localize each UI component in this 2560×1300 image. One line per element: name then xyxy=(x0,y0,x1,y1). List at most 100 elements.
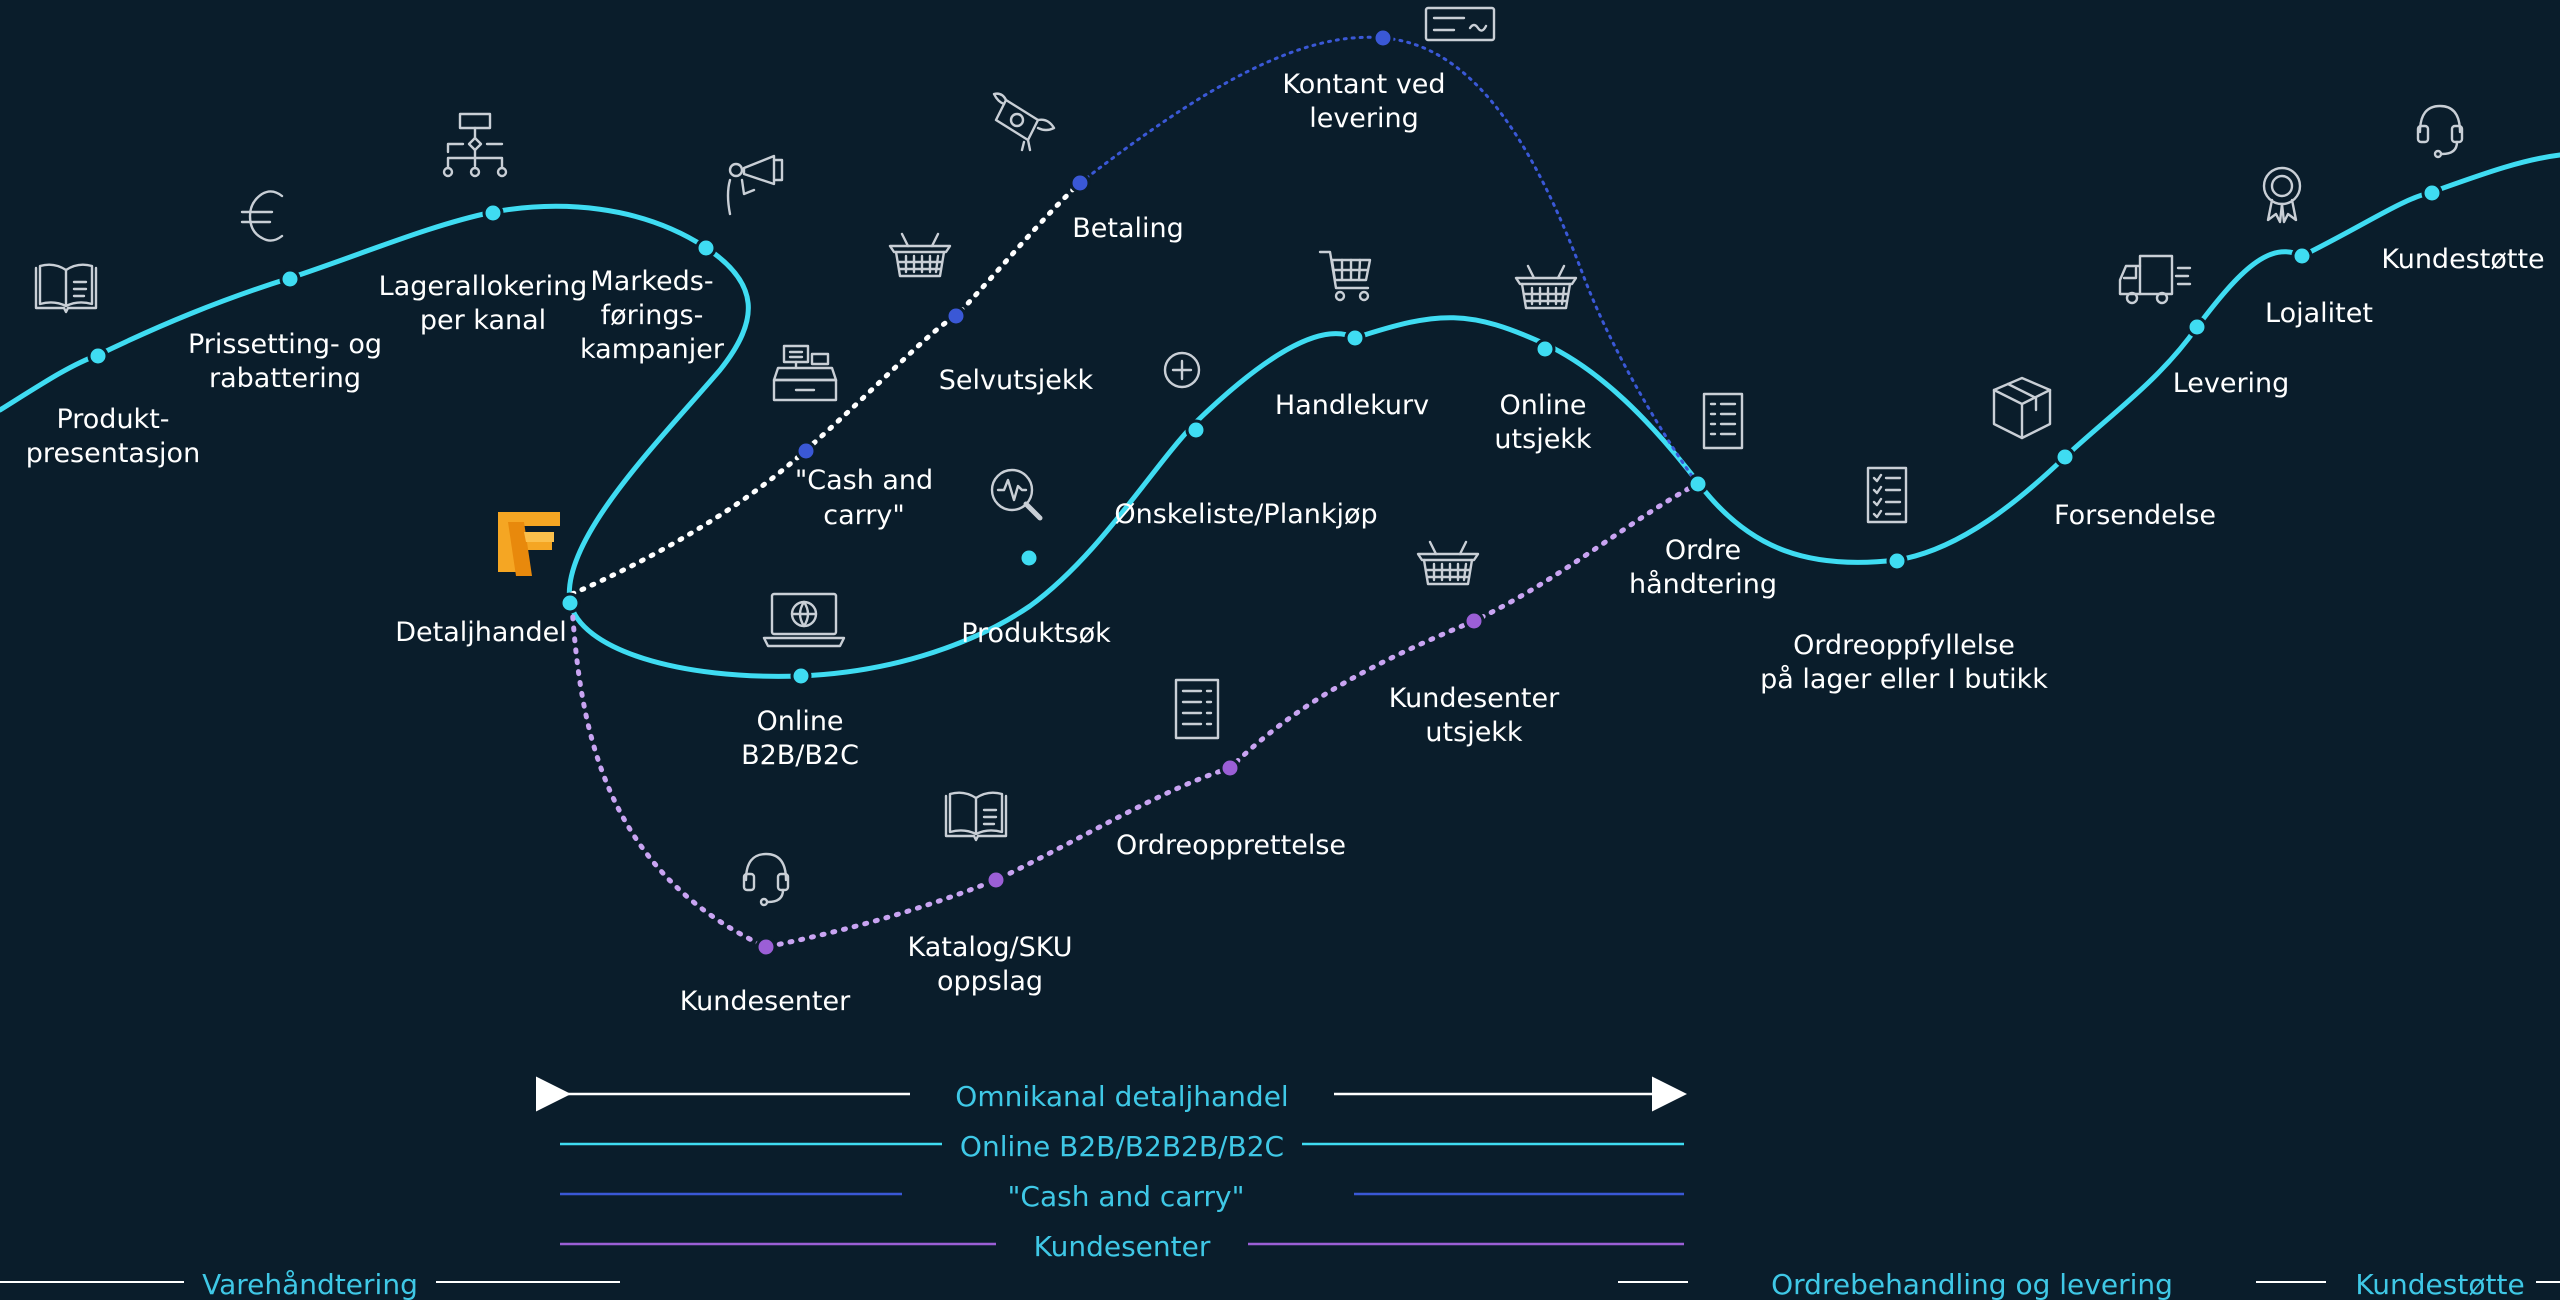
label-katalog-2: oppslag xyxy=(937,966,1043,997)
label-ordrehandtering-1: Ordre xyxy=(1665,535,1741,566)
money-wings-icon xyxy=(992,92,1056,152)
label-markedsforing-3: kampanjer xyxy=(580,334,725,365)
ordrebehandling-label: Ordrebehandling og levering xyxy=(1771,1268,2173,1300)
label-kontant-2: levering xyxy=(1309,103,1419,134)
node-kontant xyxy=(1372,27,1394,49)
node-ordreoppfyllelse xyxy=(1886,550,1908,572)
award-icon xyxy=(2262,166,2302,224)
label-forsendelse: Forsendelse xyxy=(2054,500,2216,531)
book-icon xyxy=(34,263,98,314)
label-onskeliste: Ønskeliste/Plankjøp xyxy=(1114,499,1377,530)
label-betaling: Betaling xyxy=(1072,213,1184,244)
checklist-icon xyxy=(1866,466,1908,524)
label-produktsok: Produktsøk xyxy=(961,618,1111,649)
legend-omnikanal-label: Omnikanal detaljhandel xyxy=(955,1080,1288,1113)
node-produktpresentasjon xyxy=(87,345,109,367)
basket-icon xyxy=(888,232,952,278)
book-icon xyxy=(944,791,1008,842)
label-produktpresentasjon-1: Produkt- xyxy=(56,404,169,435)
plus-circle-icon xyxy=(1163,351,1201,389)
label-online-utsjekk-2: utsjekk xyxy=(1494,424,1592,455)
label-markedsforing-2: førings- xyxy=(601,300,704,331)
node-handlekurv xyxy=(1344,327,1366,349)
headset-icon xyxy=(742,852,790,907)
legend-kundesenter-label: Kundesenter xyxy=(1034,1230,1211,1263)
logo-icon xyxy=(498,512,560,576)
basket-icon xyxy=(1416,540,1480,586)
node-katalog xyxy=(985,869,1007,891)
node-detaljhandel xyxy=(559,592,581,614)
euro-icon xyxy=(240,190,284,242)
kundestotte-section-label: Kundestøtte xyxy=(2355,1268,2524,1300)
truck-icon xyxy=(2118,254,2192,305)
node-produktsok xyxy=(1018,547,1040,569)
node-kundestotte xyxy=(2421,182,2443,204)
label-ordreoppfyllelse-1: Ordreoppfyllelse xyxy=(1793,630,2015,661)
label-handlekurv: Handlekurv xyxy=(1275,390,1429,421)
node-kundesenter xyxy=(755,936,777,958)
labels: Produkt- presentasjon Prissetting- og ra… xyxy=(26,69,2545,1017)
node-levering xyxy=(2186,316,2208,338)
label-cash-and-carry-2: carry" xyxy=(823,500,905,531)
node-online-b2b xyxy=(790,665,812,687)
section-labels: Varehåndtering Ordrebehandling og leveri… xyxy=(0,1268,2560,1300)
kundesenter-line xyxy=(569,481,1700,950)
cash-carry-line-start xyxy=(569,180,1083,597)
nodes xyxy=(87,27,2443,958)
label-kontant-1: Kontant ved xyxy=(1282,69,1445,100)
check-icon xyxy=(1424,6,1496,42)
node-betaling xyxy=(1069,172,1091,194)
label-online-b2b-2: B2B/B2C xyxy=(741,740,859,771)
headset-icon xyxy=(2416,104,2464,159)
node-lojalitet xyxy=(2291,245,2313,267)
legend: Omnikanal detaljhandel Online B2B/B2B2B/… xyxy=(536,1076,1687,1263)
basket-icon xyxy=(1514,264,1578,310)
label-online-b2b-1: Online xyxy=(756,706,843,737)
label-katalog-1: Katalog/SKU xyxy=(907,932,1072,963)
label-selvutsjekk: Selvutsjekk xyxy=(939,365,1094,396)
magnifier-pulse-icon xyxy=(990,468,1043,521)
label-lagerallokering-1: Lagerallokering xyxy=(379,271,588,302)
label-ordreoppfyllelse-2: på lager eller I butikk xyxy=(1760,664,2048,695)
label-ordreopprettelse: Ordreopprettelse xyxy=(1116,830,1346,861)
legend-online-label: Online B2B/B2B2B/B2C xyxy=(960,1130,1284,1163)
main-flow-line xyxy=(0,152,2560,679)
package-icon xyxy=(1992,376,2052,440)
label-detaljhandel: Detaljhandel xyxy=(395,617,567,648)
legend-cash-label: "Cash and carry" xyxy=(1008,1180,1245,1213)
node-cash-and-carry xyxy=(795,440,817,462)
node-prissetting xyxy=(279,268,301,290)
node-kundesenter-utsjekk xyxy=(1463,610,1485,632)
cash-carry-line xyxy=(1078,35,1699,485)
label-cash-and-carry-1: "Cash and xyxy=(795,465,933,496)
label-markedsforing-1: Markeds- xyxy=(590,266,713,297)
label-prissetting-2: rabattering xyxy=(209,363,361,394)
label-kundesenter-utsjekk-1: Kundesenter xyxy=(1389,683,1560,714)
node-lagerallokering xyxy=(482,202,504,224)
label-produktpresentasjon-2: presentasjon xyxy=(26,438,200,469)
label-kundesenter: Kundesenter xyxy=(680,986,851,1017)
node-ordrehandtering xyxy=(1687,473,1709,495)
hierarchy-icon xyxy=(442,112,508,178)
list-document-icon xyxy=(1702,392,1744,450)
megaphone-icon xyxy=(726,154,784,216)
icons xyxy=(34,6,2464,907)
label-lagerallokering-2: per kanal xyxy=(420,305,546,336)
label-ordrehandtering-2: håndtering xyxy=(1629,569,1777,600)
cash-register-icon xyxy=(772,344,838,402)
label-kundestotte: Kundestøtte xyxy=(2381,244,2544,275)
node-online-utsjekk xyxy=(1534,338,1556,360)
node-markedsforing xyxy=(695,237,717,259)
label-online-utsjekk-1: Online xyxy=(1499,390,1586,421)
node-ordreopprettelse xyxy=(1219,757,1241,779)
node-onskeliste xyxy=(1185,419,1207,441)
label-levering: Levering xyxy=(2173,368,2290,399)
node-forsendelse xyxy=(2054,446,2076,468)
shopping-cart-icon xyxy=(1318,250,1372,302)
laptop-globe-icon xyxy=(762,592,846,648)
list-document-icon xyxy=(1174,678,1220,740)
node-selvutsjekk xyxy=(945,305,967,327)
label-prissetting-1: Prissetting- og xyxy=(188,329,382,360)
label-lojalitet: Lojalitet xyxy=(2265,298,2373,329)
